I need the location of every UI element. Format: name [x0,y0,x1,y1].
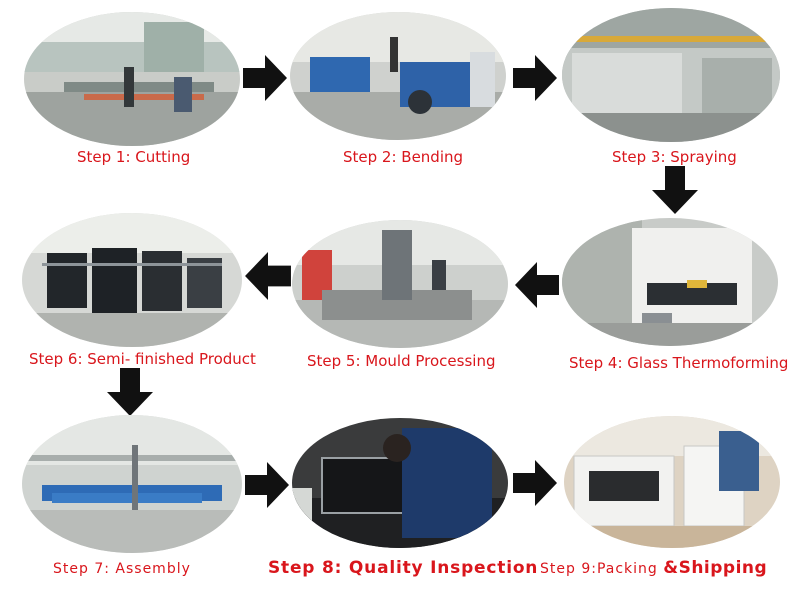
arrow-right-icon [243,55,287,101]
step-5-caption: Step 5: Mould Processing [307,352,496,370]
step-7-caption: Step 7: Assembly [53,561,191,577]
step-8-caption: Step 8: Quality Inspection [268,558,539,578]
step-3-caption: Step 3: Spraying [612,148,737,166]
step-1-photo [24,12,240,146]
step-9-caption: Step 9:Packing &Shipping [540,558,767,578]
step-1-caption: Step 1: Cutting [77,148,191,166]
step-4-caption: Step 4: Glass Thermoforming [569,354,789,372]
arrow-left-icon [514,262,560,308]
step-6-caption: Step 6: Semi- finished Product [29,350,256,368]
arrow-right-icon [512,460,558,506]
step-9-photo [564,416,780,548]
step-7-photo [22,415,242,553]
step-9-caption-shipping: &Shipping [663,558,768,578]
arrow-left-icon [245,252,291,300]
arrow-right-icon [512,55,558,101]
step-2-photo [290,12,506,140]
arrow-down-icon [652,166,698,214]
step-9-caption-packing: Step 9:Packing [540,561,664,577]
step-4-photo [562,218,778,346]
step-8-photo [292,418,508,548]
arrow-down-icon [106,368,154,416]
step-3-photo [562,8,780,142]
step-6-photo [22,213,242,347]
arrow-right-icon [245,462,289,508]
step-5-photo [292,220,508,348]
step-2-caption: Step 2: Bending [343,148,464,166]
